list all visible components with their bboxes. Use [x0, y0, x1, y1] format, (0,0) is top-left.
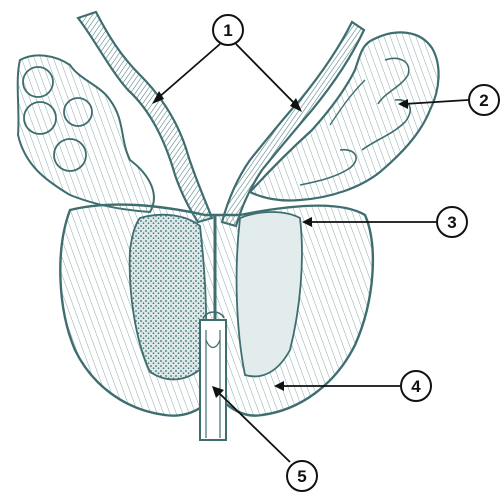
- callout-3-text: 3: [447, 213, 456, 232]
- leader-1b: [236, 44, 296, 105]
- callout-1-text: 1: [223, 21, 232, 40]
- callout-2-text: 2: [479, 91, 488, 110]
- leader-1a: [158, 44, 220, 98]
- callout-5: 5: [287, 461, 317, 491]
- callout-2: 2: [469, 85, 499, 115]
- callout-4-text: 4: [411, 377, 421, 396]
- callout-1: 1: [213, 15, 243, 45]
- callout-5-text: 5: [297, 467, 306, 486]
- callout-3: 3: [437, 207, 467, 237]
- callout-4: 4: [401, 371, 431, 401]
- urethra: [200, 312, 226, 440]
